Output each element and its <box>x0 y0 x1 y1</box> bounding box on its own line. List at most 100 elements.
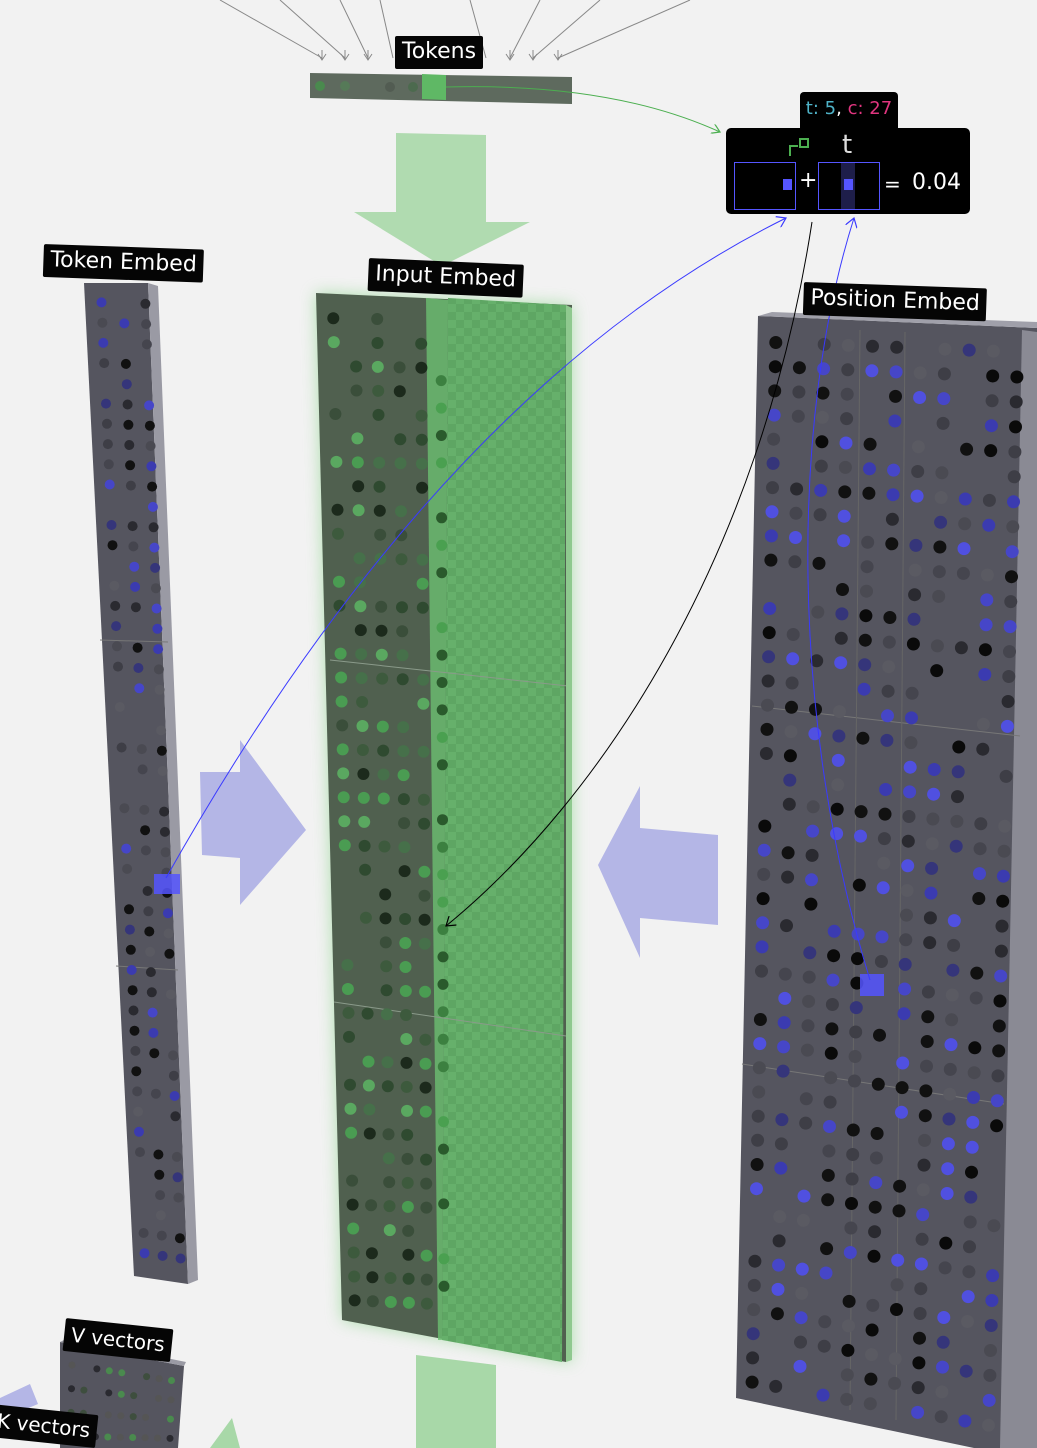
matrix-value-dot <box>329 408 342 420</box>
matrix-value-dot <box>891 1253 905 1267</box>
matrix-value-dot <box>766 456 780 470</box>
matrix-value-dot <box>792 361 806 375</box>
matrix-value-dot <box>950 814 964 828</box>
matrix-value-dot <box>398 841 411 854</box>
matrix-value-dot <box>804 897 818 911</box>
matrix-value-dot <box>352 504 365 517</box>
matrix-value-dot <box>863 1397 877 1411</box>
matrix-value-dot <box>830 827 844 841</box>
matrix-value-dot <box>773 1210 787 1224</box>
matrix-value-dot <box>814 483 828 497</box>
matrix-value-dot <box>895 1081 909 1095</box>
input-embed-block[interactable] <box>316 293 572 1362</box>
matrix-value-dot <box>860 560 874 574</box>
matrix-value-dot <box>951 765 965 779</box>
matrix-value-dot <box>908 563 922 577</box>
matrix-value-dot <box>136 744 147 755</box>
matrix-value-dot <box>935 466 949 480</box>
matrix-value-dot <box>167 1396 175 1404</box>
matrix-value-dot <box>984 444 998 458</box>
matrix-value-dot <box>1007 495 1020 509</box>
matrix-value-dot <box>402 1272 415 1285</box>
matrix-value-dot <box>958 492 972 506</box>
matrix-value-dot <box>133 663 144 673</box>
matrix-value-dot <box>979 618 993 632</box>
matrix-value-dot <box>418 889 431 902</box>
matrix-value-dot <box>438 1143 449 1155</box>
matrix-value-dot <box>436 567 448 579</box>
matrix-value-dot <box>142 1413 150 1421</box>
matrix-value-dot <box>789 506 803 520</box>
matrix-value-dot <box>356 744 369 756</box>
matrix-value-dot <box>397 745 410 758</box>
tokens-label: Tokens <box>395 36 484 69</box>
matrix-value-dot <box>825 1022 839 1036</box>
matrix-value-dot <box>996 894 1010 908</box>
matrix-value-dot <box>144 420 155 431</box>
matrix-value-dot <box>806 800 820 814</box>
matrix-value-dot <box>985 394 999 408</box>
matrix-value-dot <box>797 1189 811 1203</box>
matrix-value-dot <box>892 1204 906 1218</box>
matrix-value-dot <box>436 622 448 634</box>
matrix-value-dot <box>772 1234 786 1248</box>
matrix-value-dot <box>382 1152 395 1165</box>
matrix-value-dot <box>863 462 876 476</box>
matrix-value-dot <box>900 884 914 897</box>
matrix-value-dot <box>376 720 389 733</box>
matrix-value-dot <box>751 1133 765 1147</box>
matrix-value-dot <box>888 1376 902 1390</box>
matrix-value-dot <box>761 674 775 688</box>
matrix-value-dot <box>98 337 109 348</box>
matrix-value-dot <box>957 542 971 556</box>
token-embed-block[interactable] <box>84 283 198 1284</box>
matrix-value-dot <box>943 1062 957 1076</box>
matrix-value-dot <box>982 518 996 532</box>
matrix-value-dot <box>833 705 846 719</box>
matrix-value-dot <box>417 697 430 710</box>
matrix-value-dot <box>802 970 816 984</box>
matrix-value-dot <box>896 1056 910 1070</box>
matrix-value-dot <box>984 1344 997 1357</box>
matrix-value-dot <box>163 928 174 939</box>
matrix-value-dot <box>755 964 768 978</box>
position-symbol: t <box>842 130 853 160</box>
position-embed-block[interactable] <box>736 312 1037 1448</box>
matrix-value-dot <box>968 1041 982 1055</box>
matrix-value-dot <box>986 369 1000 383</box>
matrix-value-dot <box>848 1074 861 1088</box>
matrix-value-dot <box>147 481 158 492</box>
matrix-value-dot <box>831 753 845 767</box>
matrix-value-dot <box>876 881 890 895</box>
matrix-value-dot <box>153 1149 164 1160</box>
matrix-value-dot <box>381 1056 394 1069</box>
matrix-value-dot <box>845 1197 858 1210</box>
matrix-value-dot <box>930 664 944 678</box>
matrix-value-dot <box>149 1048 160 1059</box>
matrix-value-dot <box>765 505 779 519</box>
matrix-value-dot <box>848 1050 862 1063</box>
matrix-value-dot <box>860 584 873 598</box>
matrix-value-dot <box>778 967 792 981</box>
matrix-value-dot <box>793 1359 807 1373</box>
matrix-value-dot <box>131 1066 142 1077</box>
matrix-value-dot <box>885 537 899 551</box>
matrix-value-dot <box>840 387 854 401</box>
matrix-value-dot <box>825 998 839 1011</box>
matrix-value-dot <box>911 1405 925 1419</box>
matrix-value-dot <box>783 749 797 763</box>
matrix-value-dot <box>942 1112 956 1126</box>
matrix-value-dot <box>851 952 864 966</box>
matrix-value-dot <box>990 1094 1004 1108</box>
matrix-value-dot <box>980 568 994 582</box>
matrix-value-dot <box>994 944 1008 958</box>
matrix-value-dot <box>435 375 447 387</box>
matrix-value-dot <box>947 914 961 928</box>
tokens-strip[interactable] <box>310 73 572 104</box>
matrix-value-dot <box>132 642 143 653</box>
matrix-value-dot <box>920 1035 934 1048</box>
matrix-value-dot <box>846 1148 860 1161</box>
matrix-value-dot <box>814 459 828 473</box>
matrix-value-dot <box>786 652 800 666</box>
matrix-value-dot <box>916 1208 930 1222</box>
